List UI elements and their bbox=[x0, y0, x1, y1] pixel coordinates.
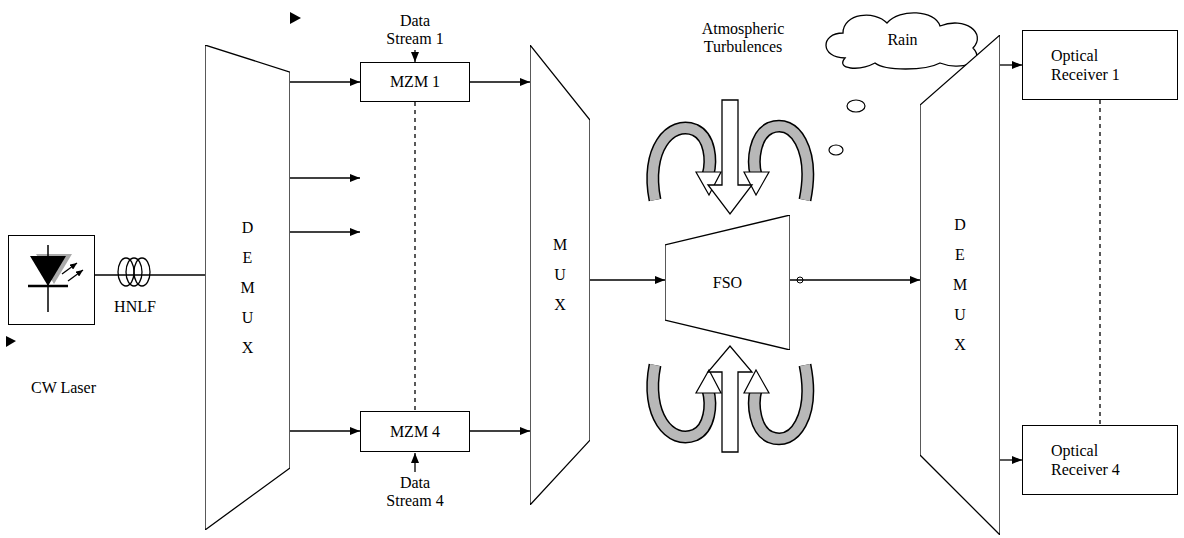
rain-drop bbox=[847, 100, 865, 112]
channel-arrow bbox=[290, 177, 360, 178]
connector-arrow bbox=[470, 430, 530, 431]
connector-arrow bbox=[290, 81, 360, 82]
turbulence-arrows bbox=[653, 100, 808, 452]
data-stream-label: Data Stream 1 bbox=[380, 12, 450, 48]
receiver-label: Optical Receiver 4 bbox=[1051, 441, 1146, 479]
demux-letters: D E M U X bbox=[952, 210, 968, 360]
receiver-label: Optical Receiver 1 bbox=[1051, 46, 1146, 84]
mark-triangle bbox=[6, 336, 16, 347]
mux-letters: M U X bbox=[552, 230, 568, 320]
connector-arrow bbox=[470, 81, 530, 82]
dashed-connector bbox=[1099, 100, 1100, 425]
mark-triangle bbox=[290, 12, 301, 24]
demux-trapezoid: D E M U X bbox=[920, 35, 1000, 535]
modulator-box: MZM 1 bbox=[360, 62, 470, 102]
laser-box: CW Laser bbox=[8, 235, 95, 325]
dashed-connector bbox=[414, 102, 415, 411]
turbulence-label: Atmospheric Turbulences bbox=[688, 20, 798, 56]
data-stream-label: Data Stream 4 bbox=[380, 474, 450, 510]
receiver-box: Optical Receiver 4 bbox=[1022, 425, 1178, 495]
connector-arrow bbox=[590, 279, 665, 280]
connector-arrow bbox=[95, 274, 205, 275]
fiber-label: HNLF bbox=[110, 298, 160, 316]
data-arrow bbox=[414, 50, 415, 62]
mux-trapezoid: M U X bbox=[530, 45, 590, 505]
fso-label: FSO bbox=[713, 273, 742, 292]
laser-diode-symbol bbox=[28, 245, 83, 312]
demux-trapezoid: D E M U X bbox=[205, 45, 290, 530]
receiver-box: Optical Receiver 1 bbox=[1022, 30, 1178, 100]
rain-cloud: Rain bbox=[815, 8, 990, 72]
modulator-label: MZM 1 bbox=[390, 72, 440, 91]
connector-arrow bbox=[1000, 459, 1022, 460]
rain-label: Rain bbox=[887, 30, 917, 49]
rain-drop bbox=[829, 145, 843, 155]
fiber-coil bbox=[118, 258, 150, 286]
connector-arrow bbox=[1000, 64, 1022, 65]
modulator-label: MZM 4 bbox=[390, 422, 440, 441]
modulator-box: MZM 4 bbox=[360, 411, 470, 452]
connector-arrow bbox=[790, 279, 920, 280]
channel-arrow bbox=[290, 231, 360, 232]
data-arrow bbox=[414, 453, 415, 472]
demux-letters: D E M U X bbox=[240, 213, 256, 363]
laser-label: CW Laser bbox=[31, 378, 96, 397]
connector-arrow bbox=[290, 430, 360, 431]
fso-channel: FSO bbox=[665, 215, 790, 350]
